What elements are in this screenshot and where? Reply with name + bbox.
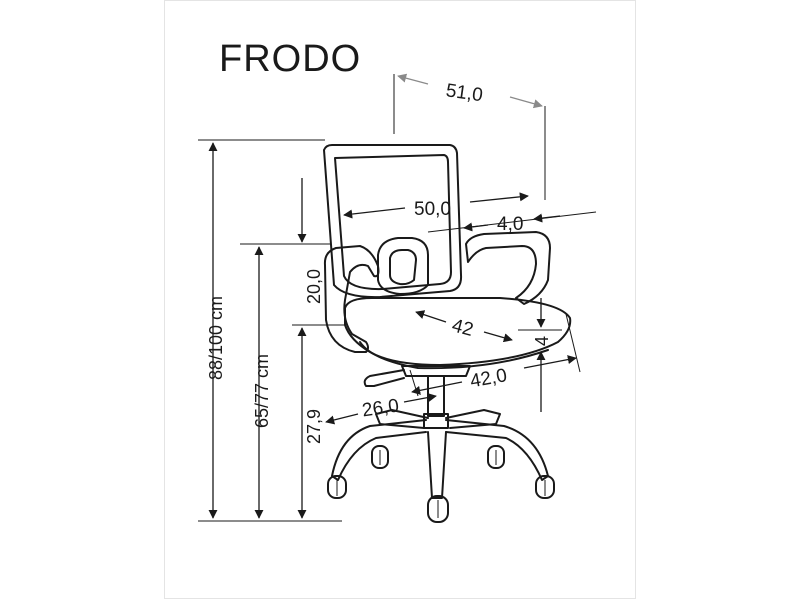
dimension-seat-width: 42,0 (409, 313, 581, 397)
caster-front (427, 495, 449, 523)
height-lever (363, 369, 405, 387)
product-title: FRODO (219, 38, 362, 80)
dimension-backrest-width: 50,0 (343, 192, 529, 220)
backrest-inner (334, 154, 452, 291)
dimension-armrest-offset: 4,0 (427, 211, 597, 235)
caster-right (535, 475, 555, 499)
label-backrest-width: 50,0 (414, 199, 451, 220)
caster-back-left (371, 445, 389, 469)
dimension-depth-top: 51,0 (393, 73, 546, 200)
label-backrest-height: 20,0 (304, 269, 324, 304)
dimension-backrest-height: 20,0 (292, 178, 345, 326)
seat-mechanism (401, 365, 471, 377)
dimension-seat-thickness: 4 (518, 298, 562, 412)
label-seat-height: 27,9 (304, 409, 324, 444)
base-leg-back-left (375, 409, 429, 429)
label-total-height: 88/100 cm (206, 296, 226, 380)
backrest-outer (323, 144, 463, 299)
label-armrest-height: 65/77 cm (252, 354, 272, 428)
label-seat-thickness: 4 (532, 336, 552, 346)
label-armrest-offset: 4,0 (497, 214, 523, 235)
label-base-radius: 26,0 (361, 395, 401, 421)
label-seat-width: 42,0 (469, 365, 509, 392)
dimension-seat-height: 27,9 (297, 327, 324, 519)
label-depth-top: 51,0 (445, 80, 485, 106)
dimension-armrest-height: 65/77 cm (240, 243, 330, 519)
dimension-base-radius: 26,0 (325, 393, 437, 425)
dimension-seat-depth: 42 (415, 310, 513, 343)
base-leg-back-right (445, 409, 501, 429)
dimension-total-height: 88/100 cm (198, 139, 342, 522)
backrest-lumbar-inner (389, 249, 417, 286)
seat-bottom-edge (359, 341, 549, 370)
chair-illustration (323, 144, 572, 523)
drawing-frame (164, 0, 636, 599)
right-armrest (465, 231, 551, 305)
label-seat-depth: 42 (450, 315, 476, 341)
base-leg-right (445, 419, 549, 481)
base-leg-left (331, 419, 427, 481)
caster-back-right (487, 445, 505, 469)
backrest-lumbar (377, 237, 429, 295)
base-leg-front (427, 431, 447, 499)
caster-left (327, 475, 347, 499)
